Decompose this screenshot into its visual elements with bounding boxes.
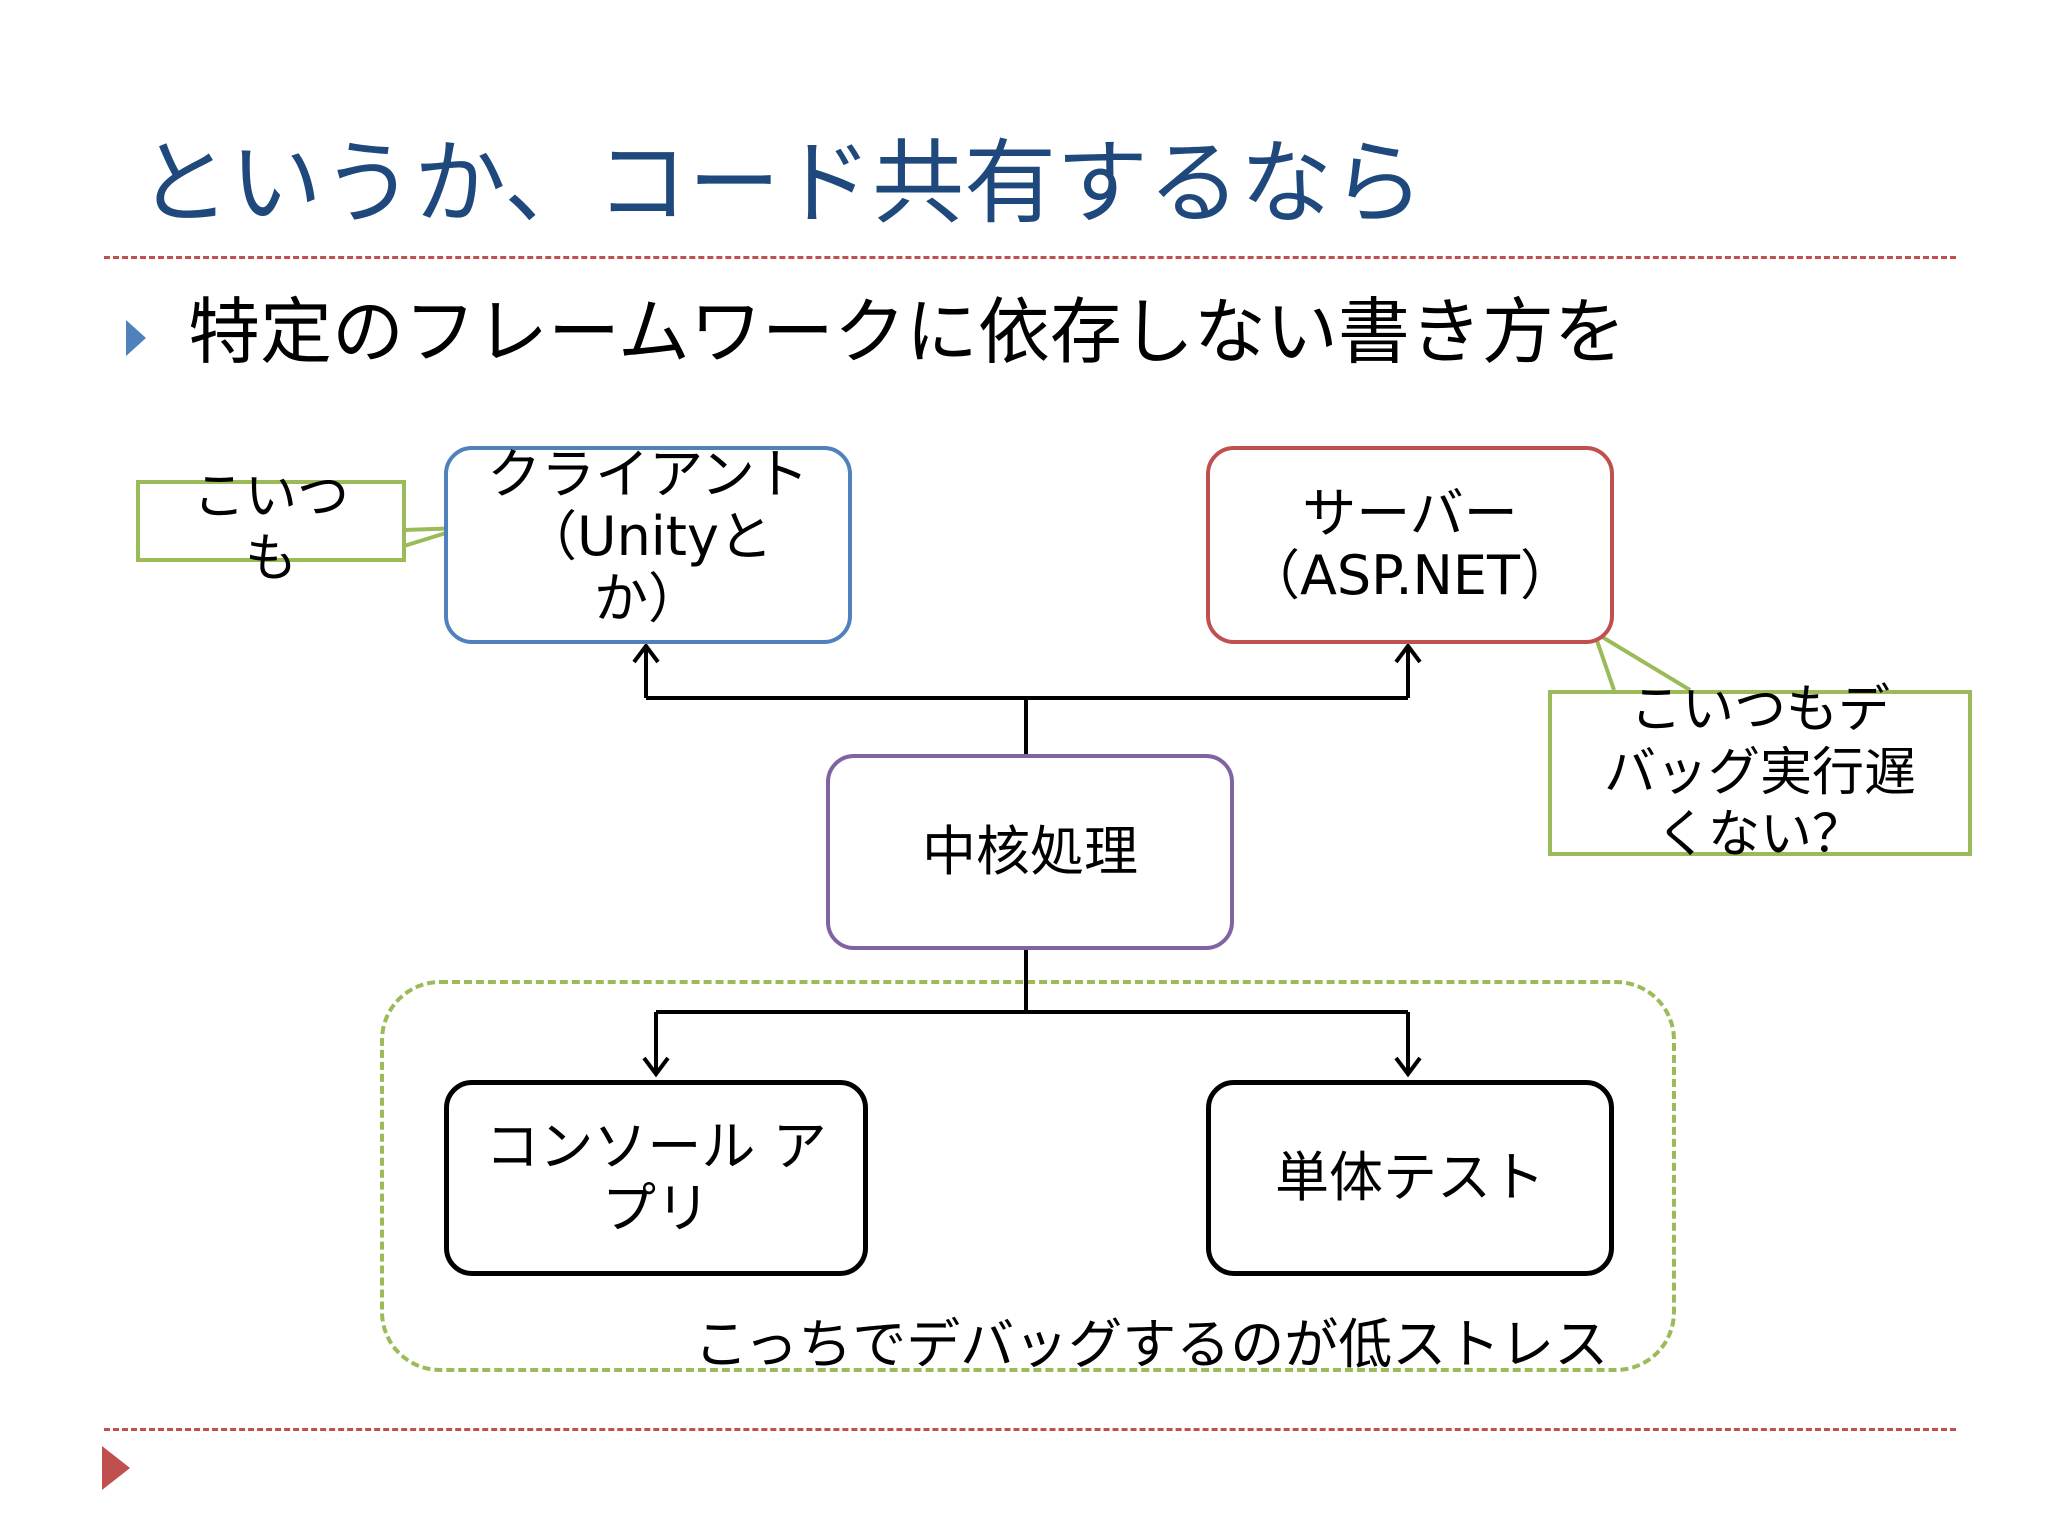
debug-group-label: こっちでデバッグするのが低ストレス <box>694 1313 1609 1376</box>
core-label: 中核処理 <box>922 819 1138 883</box>
server-callout-line2: バッグ実行遅 <box>1603 742 1916 803</box>
client-label-line2: （Unityと <box>523 505 773 569</box>
server-label-line2: （ASP.NET） <box>1245 544 1575 607</box>
client-callout-line2: も <box>244 529 297 590</box>
title-divider <box>104 256 1956 259</box>
console-app-box: コンソール ア プリ <box>444 1080 868 1276</box>
bullet-text: 特定のフレームワークに依存しない書き方を <box>188 290 1626 374</box>
client-callout-line1: こいつ <box>192 467 349 527</box>
server-label-line1: サーバー <box>1302 481 1518 545</box>
console-label-line1: コンソール ア <box>485 1114 827 1178</box>
arrowhead-console <box>642 1056 670 1078</box>
arrowhead-server <box>1394 642 1422 664</box>
console-label-line2: プリ <box>601 1177 710 1240</box>
client-label-line1: クライアント <box>487 443 809 506</box>
unit-test-box: 単体テスト <box>1206 1080 1614 1276</box>
server-callout: こいつもデ バッグ実行遅 くない？ <box>1548 680 1972 865</box>
slide-title: というか、コード共有するなら <box>138 130 1425 237</box>
right-callout-tail <box>1594 630 1650 690</box>
footer-triangle-icon <box>102 1446 130 1490</box>
server-callout-line1: こいつもデ <box>1629 680 1890 741</box>
client-callout: こいつ も <box>136 467 406 589</box>
server-callout-line3: くない？ <box>1655 805 1864 866</box>
core-box: 中核処理 <box>826 754 1234 950</box>
client-label-line3: か） <box>594 567 702 631</box>
client-box: クライアント （Unityと か） <box>444 443 852 644</box>
arrowhead-unittest <box>1394 1056 1422 1078</box>
server-box: サーバー （ASP.NET） <box>1206 446 1614 644</box>
unit-test-label: 単体テスト <box>1275 1145 1545 1209</box>
bullet-triangle-icon <box>126 320 146 356</box>
footer-divider <box>104 1428 1956 1431</box>
arrowhead-client <box>632 642 660 664</box>
